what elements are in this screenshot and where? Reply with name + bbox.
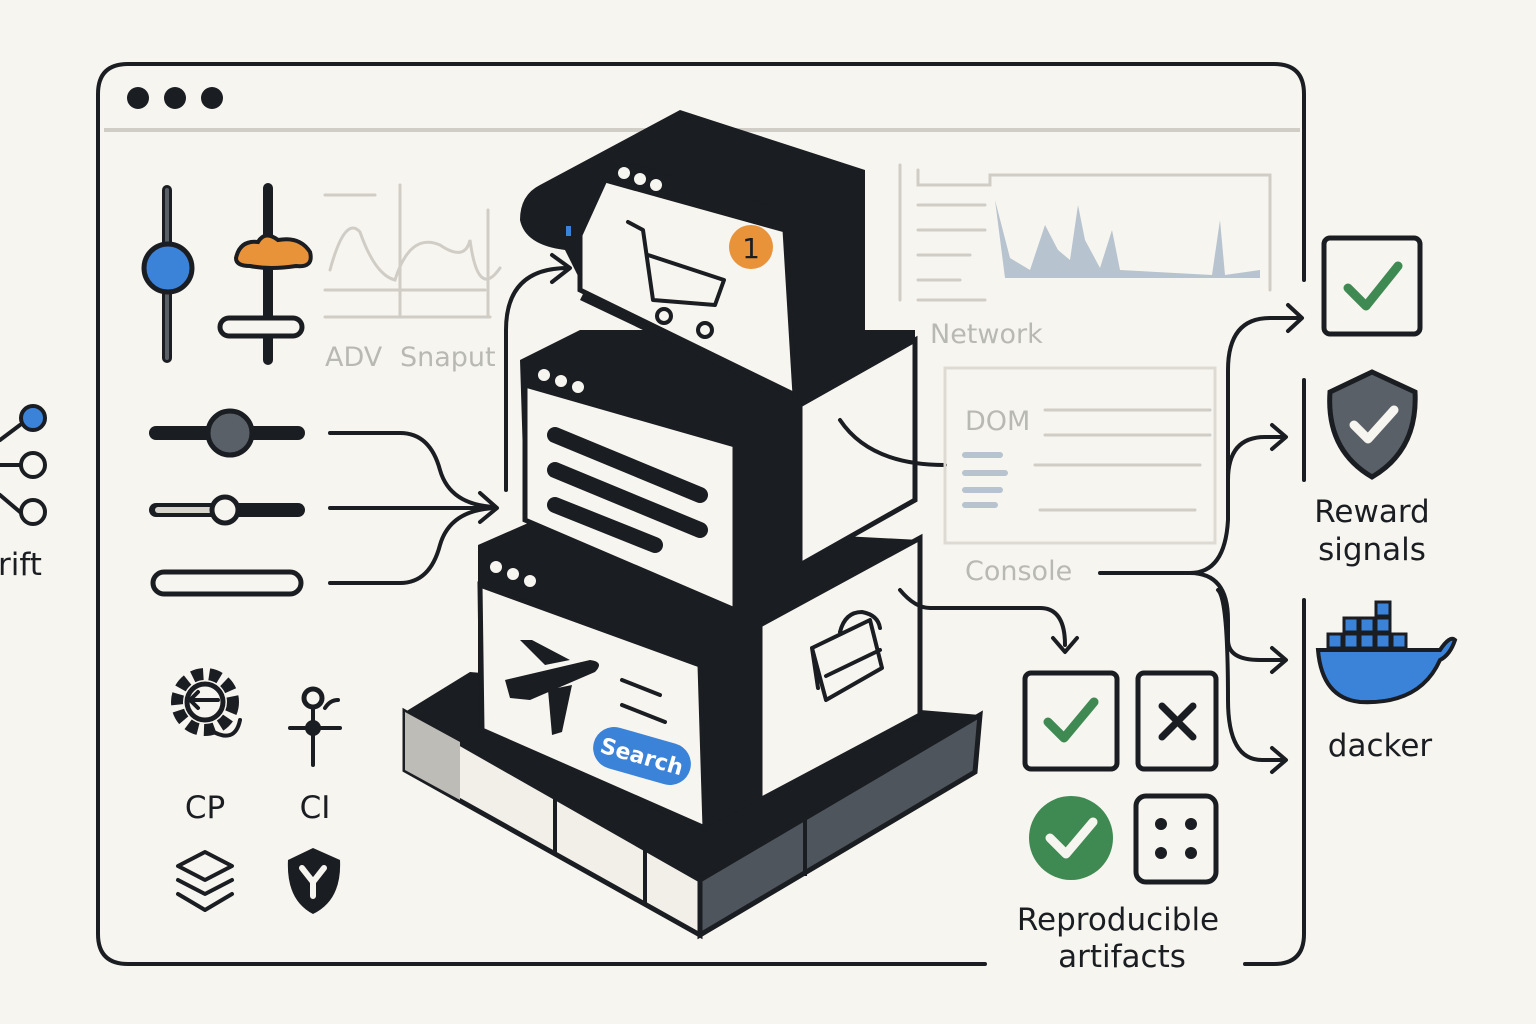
horizontal-slider-2[interactable] [149,494,305,526]
dom-panel [943,366,1217,545]
bottom-block: Search [477,520,923,832]
top-block: 1 [520,110,865,400]
window-dot-2[interactable] [164,87,186,109]
airplane-icon [505,640,599,735]
cart-badge-count: 1 [742,232,760,265]
x-box-icon [1135,670,1219,772]
layers-icon [176,850,234,912]
middle-block [520,330,947,614]
checkbox-checked-icon [1321,235,1423,337]
artifacts-label-line2: artifacts [1058,939,1186,975]
drift-label: rift [0,547,42,583]
dice-icon [1133,793,1219,885]
shopping-cart-icon [626,220,726,339]
docker-label: dacker [1328,728,1433,764]
slider-connectors [328,253,572,585]
shield-check-icon [1327,369,1418,480]
window-dot-1[interactable] [127,87,149,109]
docker-whale-icon [1315,600,1458,705]
horizontal-slider-3[interactable] [150,569,304,597]
drift-node-icon [0,404,47,526]
cart-badge: 1 [729,225,773,269]
vertical-slider-orange[interactable] [217,183,313,365]
shield-y-icon [287,848,341,914]
faint-line-chart [323,183,502,319]
network-label: Network [930,319,1043,350]
vertical-slider-blue[interactable] [141,185,195,363]
artifacts-label-line1: Reproducible [1017,902,1219,938]
console-label: Console [965,556,1072,587]
dom-label: DOM [965,406,1030,437]
reward-label-line2: signals [1318,532,1426,568]
window-controls[interactable] [127,87,223,109]
gear-refresh-icon [171,668,242,738]
check-circle-icon [1029,796,1113,880]
cp-label: CP [185,790,225,826]
window-dot-3[interactable] [201,87,223,109]
reward-label-line1: Reward [1314,494,1429,530]
shopping-bag-icon [810,610,884,702]
adv-label: ADV [325,342,383,373]
horizontal-slider-1[interactable] [149,408,305,458]
network-panel [898,163,1272,302]
check-box-icon [1022,670,1120,772]
output-connectors [898,303,1304,774]
snaput-label: Snaput [400,342,496,373]
branch-icon [288,686,342,767]
ci-label: CI [300,790,331,826]
